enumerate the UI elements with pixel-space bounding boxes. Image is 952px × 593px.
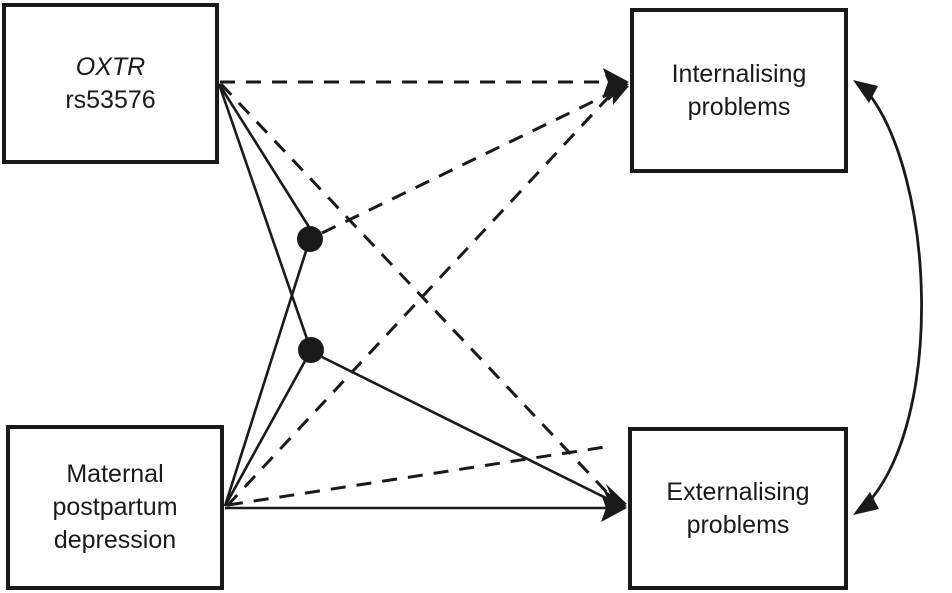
- interaction-dot-upper[interactable]: [297, 226, 323, 252]
- arrowhead-correlation-bottom: [853, 492, 879, 515]
- edge-internalising-externalising-correlation: [864, 89, 923, 506]
- edge-dot-lower-to-externalising: [321, 355, 617, 505]
- arrowhead-internalising: [603, 68, 629, 105]
- edge-maternal-to-internalising: [225, 86, 619, 508]
- edge-oxtr-to-externalising: [219, 82, 618, 504]
- edge-dot-upper-to-internalising: [321, 88, 618, 235]
- edge-maternal-to-externalising-dashed: [227, 444, 610, 507]
- node-box-oxtr[interactable]: [2, 3, 219, 164]
- edge-oxtr-to-dot-lower: [217, 83, 309, 340]
- node-box-internalising-problems[interactable]: [630, 8, 848, 173]
- node-box-externalising-problems[interactable]: [628, 427, 848, 590]
- edge-oxtr-to-dot-upper: [217, 83, 311, 228]
- edge-maternal-to-dot-upper: [223, 250, 308, 507]
- interaction-dot-lower[interactable]: [298, 337, 324, 363]
- arrowhead-correlation-top: [853, 80, 878, 103]
- node-box-maternal-postpartum-depression[interactable]: [6, 425, 224, 590]
- arrowhead-externalising: [601, 484, 627, 522]
- edge-maternal-to-dot-lower: [223, 360, 307, 507]
